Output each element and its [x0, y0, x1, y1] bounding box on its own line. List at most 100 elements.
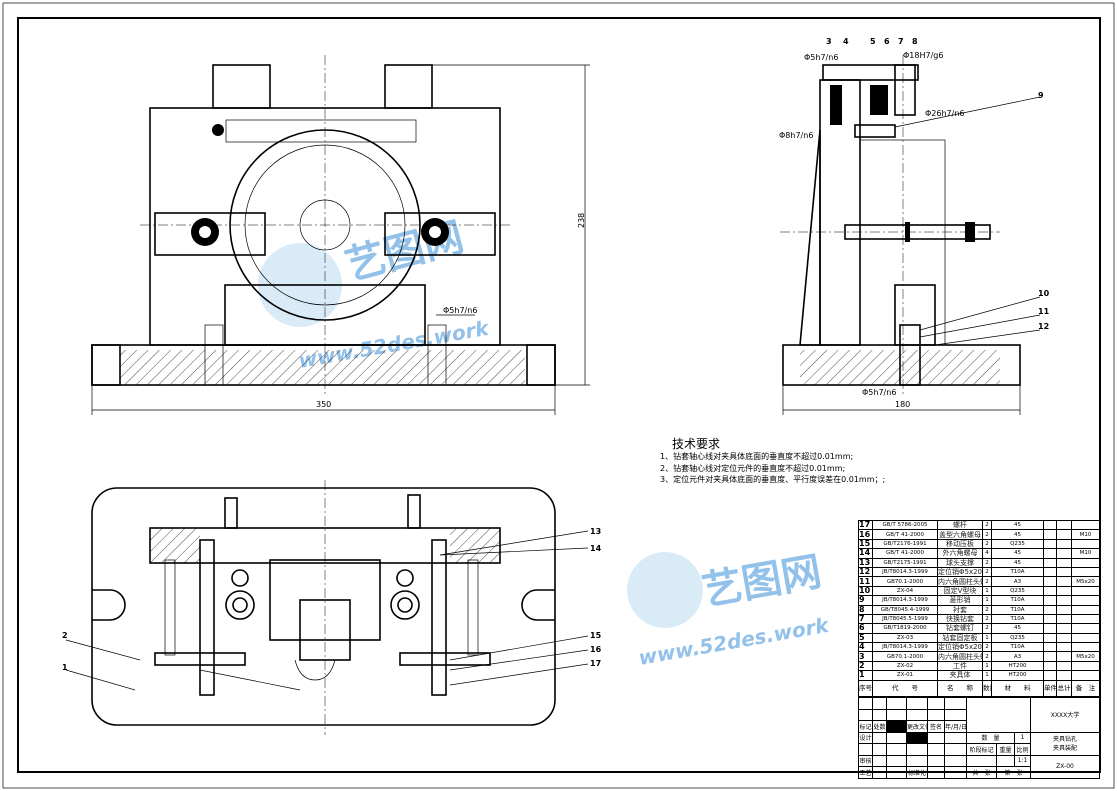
scale-value: 1:1: [1013, 754, 1032, 767]
bom-cell: [1043, 660, 1057, 672]
tb-label: 设计: [858, 731, 873, 744]
balloon: 15: [590, 631, 602, 640]
bom-cell: 1: [982, 670, 992, 681]
front-view: 350 238 Φ5h7/n6: [91, 55, 590, 415]
balloon: 11: [1038, 307, 1050, 316]
bom-cell: [1071, 519, 1100, 531]
balloon: 3: [826, 37, 832, 46]
balloon: 5: [870, 37, 876, 46]
bom-cell: [1043, 604, 1057, 615]
bom-cell: [1071, 660, 1100, 672]
bom-cell: [1056, 538, 1072, 550]
bom-cell: 9: [858, 595, 873, 606]
bom-cell: 1: [982, 595, 992, 606]
balloon: 2: [62, 631, 68, 640]
bom-cell: GB/T1819-2000: [872, 623, 938, 634]
bom-cell: [1056, 660, 1072, 672]
bom-cell: [1043, 642, 1057, 653]
bom-header-cell: 序号: [858, 679, 873, 697]
bom-cell: 固定V型块: [937, 585, 983, 597]
bom-cell: 衬套: [937, 604, 983, 615]
tb-label: 处数: [872, 720, 887, 733]
bom-cell: HT200: [991, 670, 1044, 681]
bom-cell: ZX-04: [872, 585, 938, 597]
bom-cell: [1071, 538, 1100, 550]
tech-title: 技术要求: [672, 437, 721, 451]
bom-cell: [1056, 642, 1072, 653]
tb-label: 比例: [1013, 743, 1032, 756]
bom-cell: [1043, 670, 1057, 681]
bom-cell: GB/T 41-2000: [872, 548, 938, 559]
tech-item: 1、钻套轴心线对夹具体底面的垂直度不超过0.01mm;: [660, 452, 854, 461]
drawing-number: ZX-00: [1030, 754, 1101, 779]
bom-header-cell: 数量: [982, 679, 992, 697]
tb-label: 重量: [996, 743, 1015, 756]
bom-cell: 移动压板: [937, 538, 983, 550]
bom-cell: [1056, 632, 1072, 644]
school-name: XXXX大学: [1030, 697, 1101, 733]
balloon: 7: [898, 37, 904, 46]
bom-cell: [1056, 623, 1072, 634]
bom-cell: [1056, 576, 1072, 587]
top-view: 13 14 2 1 15 16 17: [62, 480, 602, 735]
bom-cell: JB/T8014.3-1999: [872, 642, 938, 653]
dim-width-side: 180: [895, 400, 910, 409]
fit-label: Φ18H7/g6: [903, 51, 943, 60]
bom-cell: GB/T 5786-2005: [872, 519, 938, 531]
balloon: 16: [590, 645, 602, 654]
balloon: 14: [590, 544, 602, 553]
bom-header-cell: 总计: [1056, 679, 1072, 697]
side-view: 180 Φ5h7/n6 Φ18H7/g6 Φ26h7/n6 Φ8h7/n6 Φ5…: [779, 37, 1050, 415]
bom-cell: [1043, 576, 1057, 587]
bom-cell: [1071, 595, 1100, 606]
bom-cell: 4: [858, 642, 873, 653]
bom-cell: 5: [858, 632, 873, 644]
bom-cell: 8: [858, 604, 873, 615]
bom-cell: 45: [991, 519, 1044, 531]
bom-cell: 2: [982, 519, 992, 531]
bom-cell: 盖型六角螺母: [937, 529, 983, 540]
fit-label: Φ5h7/n6: [862, 388, 896, 397]
bom-cell: 2: [858, 660, 873, 672]
bom-cell: ZX-01: [872, 670, 938, 681]
bom-cell: A3: [991, 651, 1044, 662]
bom-cell: [1071, 557, 1100, 568]
bom-cell: GB/T2176-1991: [872, 538, 938, 550]
bom-cell: [1071, 642, 1100, 653]
bom-header-cell: 代 号: [872, 679, 938, 697]
bom-cell: 定位销Φ5x20: [937, 642, 983, 653]
balloon: 13: [590, 527, 601, 536]
bom-cell: 内六角圆柱头螺钉: [937, 651, 983, 662]
tech-item: 2、钻套轴心线对定位元件的垂直度不超过0.01mm;: [660, 463, 846, 473]
bom-cell: M5x20: [1071, 651, 1100, 662]
bom-cell: [1043, 566, 1057, 578]
bom-cell: M10: [1071, 548, 1100, 559]
bom-cell: 45: [991, 557, 1044, 568]
bom-cell: 1: [858, 670, 873, 681]
bom-cell: T10A: [991, 642, 1044, 653]
bom-cell: 外六角螺母: [937, 548, 983, 559]
bom-cell: [1043, 548, 1057, 559]
bom-cell: [1043, 519, 1057, 531]
tb-label: 第 张: [995, 766, 1032, 779]
dim-height-front: 238: [577, 213, 586, 228]
bom-cell: 螺杆: [937, 519, 983, 531]
bom-cell: [1043, 585, 1057, 597]
tb-label: 更改文件号: [906, 720, 928, 733]
watermark-text: 艺图网: [699, 549, 825, 615]
fit-label-front: Φ5h7/n6: [443, 306, 477, 315]
dim-width-front: 350: [316, 400, 331, 409]
bom-cell: 6: [858, 623, 873, 634]
tb-label: 签名: [927, 720, 945, 733]
